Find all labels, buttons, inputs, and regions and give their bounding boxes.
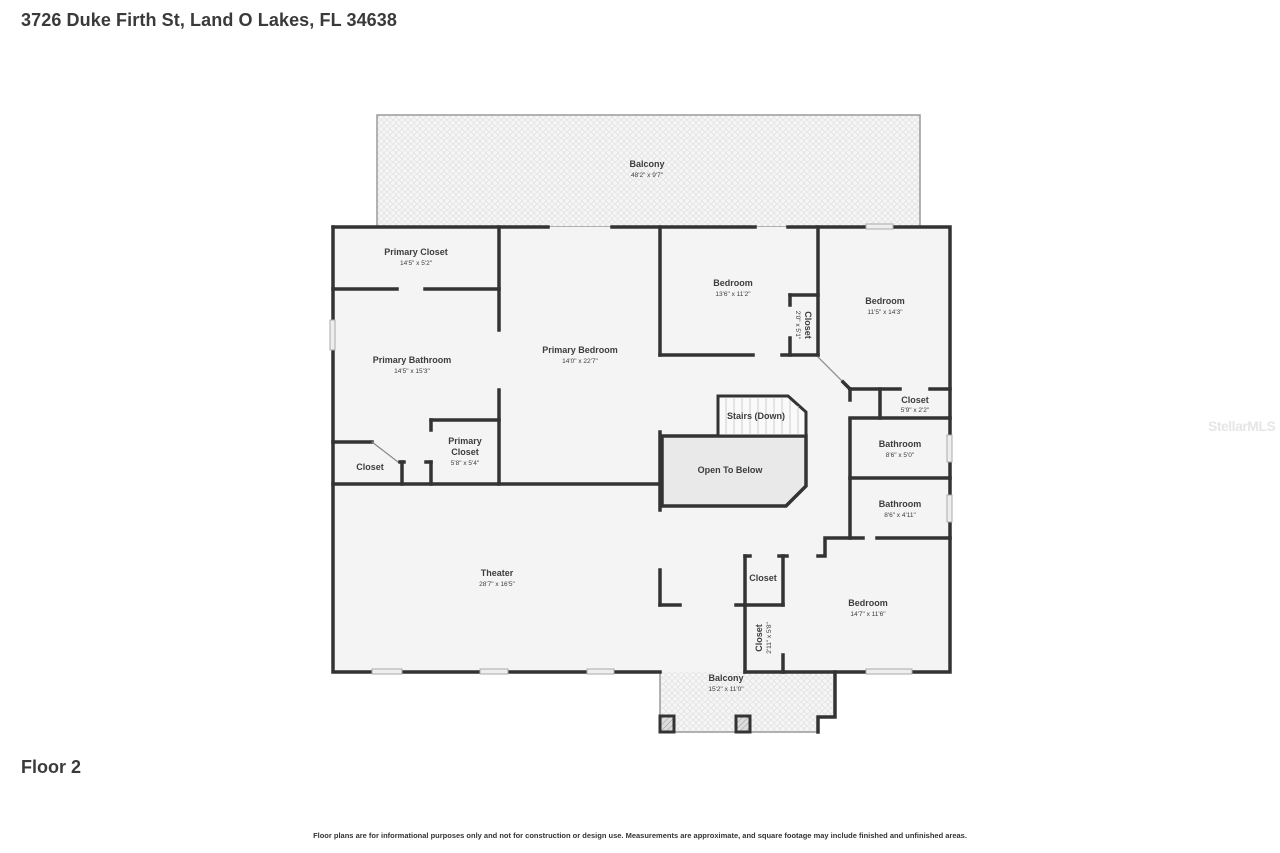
svg-text:Closet: Closet <box>901 395 929 405</box>
svg-text:14'5" x 5'2": 14'5" x 5'2" <box>400 260 433 267</box>
svg-text:Balcony: Balcony <box>708 673 743 683</box>
room-closet-small: Closet <box>356 462 384 472</box>
room-balcony-top: Balcony 48'2" x 9'7" <box>629 159 664 179</box>
svg-text:5'8" x 5'4": 5'8" x 5'4" <box>451 460 480 467</box>
svg-text:14'7" x 11'6": 14'7" x 11'6" <box>850 611 886 618</box>
svg-text:13'6" x 11'2": 13'6" x 11'2" <box>715 291 751 298</box>
svg-text:Balcony: Balcony <box>629 159 664 169</box>
room-primary-bathroom: Primary Bathroom 14'5" x 15'3" <box>373 355 452 375</box>
room-bathroom-1: Bathroom 8'6" x 5'0" <box>879 439 922 459</box>
room-primary-closet-top: Primary Closet 14'5" x 5'2" <box>384 247 448 267</box>
svg-text:Closet: Closet <box>754 624 764 652</box>
balcony-top <box>376 114 921 228</box>
svg-text:Bedroom: Bedroom <box>713 278 753 288</box>
room-bedroom-2: Bedroom 11'5" x 14'3" <box>865 296 905 316</box>
walls <box>331 225 952 734</box>
svg-text:28'7" x 16'5": 28'7" x 16'5" <box>479 581 515 588</box>
svg-text:Primary Closet: Primary Closet <box>384 247 448 257</box>
svg-text:Closet: Closet <box>451 447 479 457</box>
watermark: StellarMLS <box>1208 418 1276 434</box>
windows <box>329 223 953 675</box>
room-stairs: Stairs (Down) <box>727 411 785 421</box>
stairs-down <box>716 394 808 438</box>
svg-text:Closet: Closet <box>749 573 777 583</box>
room-closet-4: Closet 2'11" x 5'8" <box>754 622 773 654</box>
svg-text:Bedroom: Bedroom <box>848 598 888 608</box>
svg-text:48'2" x 9'7": 48'2" x 9'7" <box>631 172 664 179</box>
svg-text:14'5" x 15'3": 14'5" x 15'3" <box>394 368 430 375</box>
room-theater: Theater 28'7" x 16'5" <box>479 568 515 588</box>
disclaimer: Floor plans are for informational purpos… <box>313 831 967 840</box>
room-closet-2: Closet 5'9" x 2'2" <box>901 395 930 414</box>
room-closet-3: Closet <box>749 573 777 583</box>
svg-text:Bathroom: Bathroom <box>879 499 922 509</box>
room-primary-closet-small: Primary Closet 5'8" x 5'4" <box>448 436 482 467</box>
svg-text:Open To Below: Open To Below <box>698 465 764 475</box>
svg-text:14'0" x 22'7": 14'0" x 22'7" <box>562 358 598 365</box>
svg-text:Bedroom: Bedroom <box>865 296 905 306</box>
svg-text:Primary Bedroom: Primary Bedroom <box>542 345 618 355</box>
svg-text:Theater: Theater <box>481 568 514 578</box>
room-primary-bedroom: Primary Bedroom 14'0" x 22'7" <box>542 345 618 365</box>
room-balcony-bottom: Balcony 15'2" x 11'0" <box>708 673 744 693</box>
room-bathroom-2: Bathroom 8'6" x 4'11" <box>879 499 922 519</box>
svg-text:5'9" x 2'2": 5'9" x 2'2" <box>901 407 930 414</box>
svg-text:2'11" x 5'8": 2'11" x 5'8" <box>766 622 773 654</box>
room-bedroom-1: Bedroom 13'6" x 11'2" <box>713 278 753 298</box>
svg-text:Stairs (Down): Stairs (Down) <box>727 411 785 421</box>
room-open-to-below: Open To Below <box>698 465 764 475</box>
svg-text:Primary: Primary <box>448 436 482 446</box>
svg-text:Primary Bathroom: Primary Bathroom <box>373 355 452 365</box>
svg-text:Closet: Closet <box>803 311 813 339</box>
room-bedroom-3: Bedroom 14'7" x 11'6" <box>848 598 888 618</box>
svg-text:Closet: Closet <box>356 462 384 472</box>
interior-floor <box>333 227 950 672</box>
floor-label: Floor 2 <box>21 757 82 777</box>
svg-text:2'0" x 5'1": 2'0" x 5'1" <box>794 311 801 340</box>
property-address: 3726 Duke Firth St, Land O Lakes, FL 346… <box>21 10 398 30</box>
svg-text:11'5" x 14'3": 11'5" x 14'3" <box>867 309 903 316</box>
svg-text:8'6" x 4'11": 8'6" x 4'11" <box>884 512 916 519</box>
room-closet-1: Closet 2'0" x 5'1" <box>794 311 813 340</box>
svg-text:8'6" x 5'0": 8'6" x 5'0" <box>886 452 915 459</box>
svg-text:Bathroom: Bathroom <box>879 439 922 449</box>
svg-text:15'2" x 11'0": 15'2" x 11'0" <box>708 686 744 693</box>
